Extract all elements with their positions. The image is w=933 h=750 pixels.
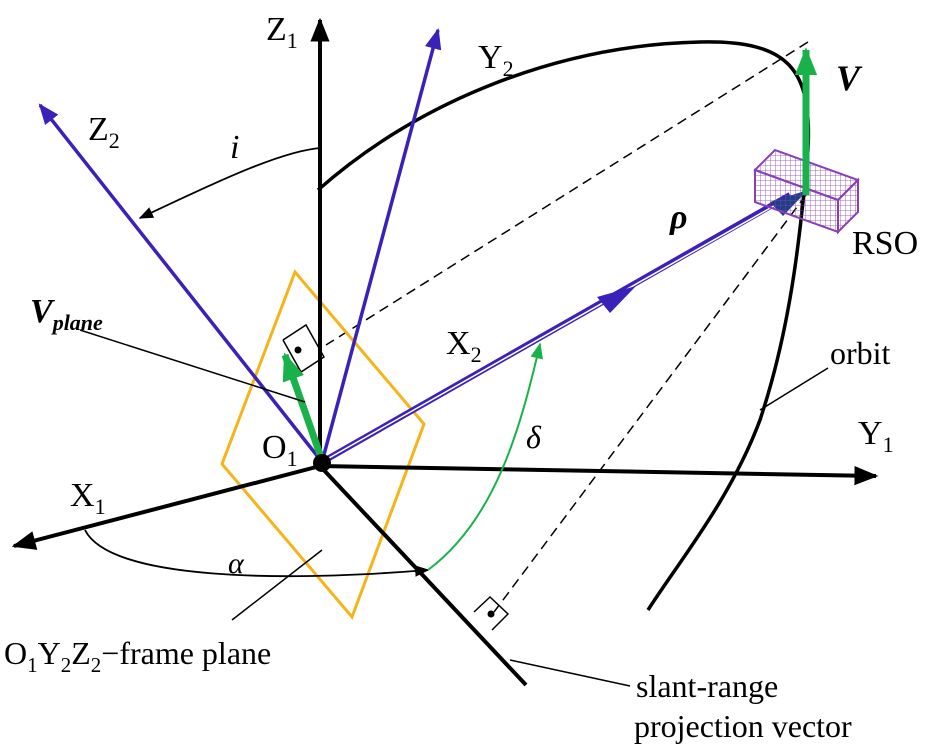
dashed-rso-projection-line xyxy=(493,194,807,613)
alpha-arc xyxy=(84,529,430,578)
z1-label: Z1 xyxy=(266,11,298,53)
o1-label: O1 xyxy=(262,429,298,471)
rho-vector xyxy=(321,193,796,463)
right-angle-marker-slant xyxy=(473,595,510,631)
frame-plane-label: O1Y2Z2−frame plane xyxy=(4,635,271,677)
y1-label: Y1 xyxy=(858,415,894,457)
delta-arc xyxy=(427,342,543,571)
origin-point xyxy=(313,454,331,472)
slant-range-label-line2: projection vector xyxy=(634,708,852,744)
v-plane-vector xyxy=(281,352,326,462)
dashed-top-line xyxy=(325,41,809,346)
delta-label: δ xyxy=(526,419,542,455)
x2-arrowhead xyxy=(597,286,636,313)
x2-label: X2 xyxy=(446,325,482,367)
x1-label: X1 xyxy=(70,477,106,519)
z2-label: Z2 xyxy=(88,111,120,153)
frame-plane xyxy=(220,269,426,620)
slant-leader-line xyxy=(509,659,631,687)
vplane-leader-line xyxy=(79,329,306,403)
orbit-label: orbit xyxy=(830,335,891,371)
inclination-label: i xyxy=(230,129,239,166)
z2-axis xyxy=(38,103,324,464)
y2-label: Y2 xyxy=(478,39,514,81)
frame-plane-leader-line xyxy=(231,549,323,621)
rho-label: ρ xyxy=(669,199,688,236)
v-label: V xyxy=(836,58,863,98)
alpha-label: α xyxy=(228,547,245,580)
x1-axis xyxy=(11,464,321,550)
inclination-arc xyxy=(138,147,323,219)
y2-axis xyxy=(320,27,442,463)
y1-axis xyxy=(319,464,879,486)
rso-label: RSO xyxy=(852,225,918,262)
slant-range-label-line1: slant-range xyxy=(636,668,778,704)
orbit-leader-line xyxy=(759,367,829,411)
v-plane-label: Vplane xyxy=(30,293,103,335)
